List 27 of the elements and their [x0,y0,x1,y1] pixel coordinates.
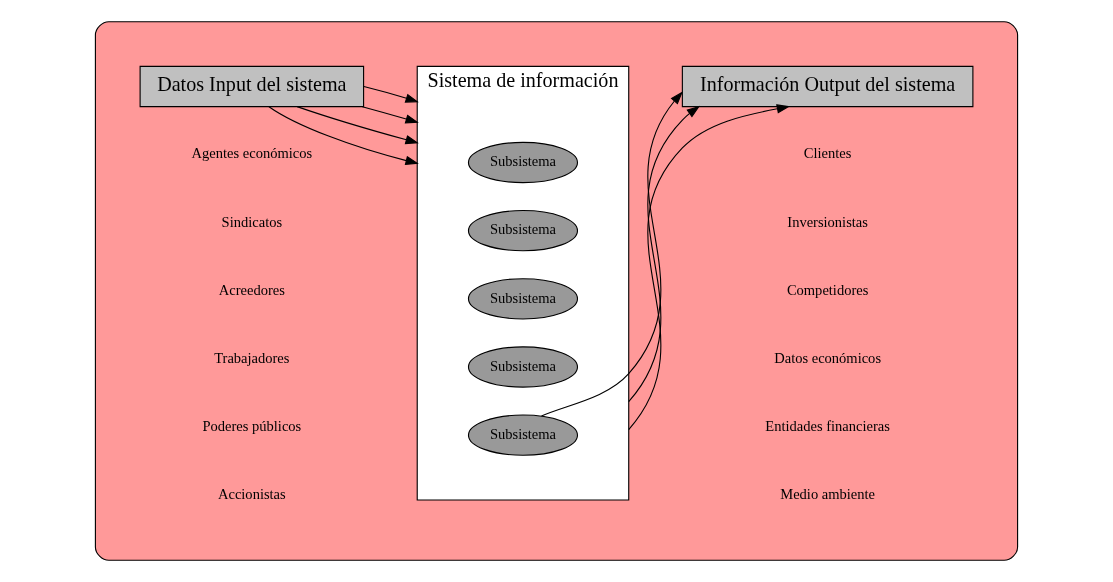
node-ellipse: Subsistema [467,346,579,388]
label: Medio ambiente [780,486,875,503]
arrow [361,106,419,124]
arrow [628,105,701,403]
node-box: Información Output del sistema [681,65,974,108]
arrow [628,104,791,431]
arrow [296,106,419,145]
label: Trabajadores [214,349,290,366]
label: Competidores [786,281,869,298]
arrow [540,91,683,417]
label: Entidades financieras [765,418,890,435]
arrow [268,106,419,166]
label: Inversionistas [787,213,868,230]
node-ellipse: Subsistema [467,278,579,320]
cluster [94,21,1019,561]
label: Agentes económicos [191,145,313,162]
label: Clientes [803,145,852,162]
node-ellipse: Subsistema [467,210,579,252]
node-ellipse: Subsistema [467,414,579,456]
label: Acreedores [218,281,285,298]
label: Sindicatos [221,213,283,230]
node-ellipse: Subsistema [467,141,579,184]
label: Datos económicos [774,349,882,366]
arrow [363,85,419,103]
label: Poderes públicos [202,418,302,435]
node-box: Datos Input del sistema [139,65,365,108]
label: Accionistas [217,486,286,503]
